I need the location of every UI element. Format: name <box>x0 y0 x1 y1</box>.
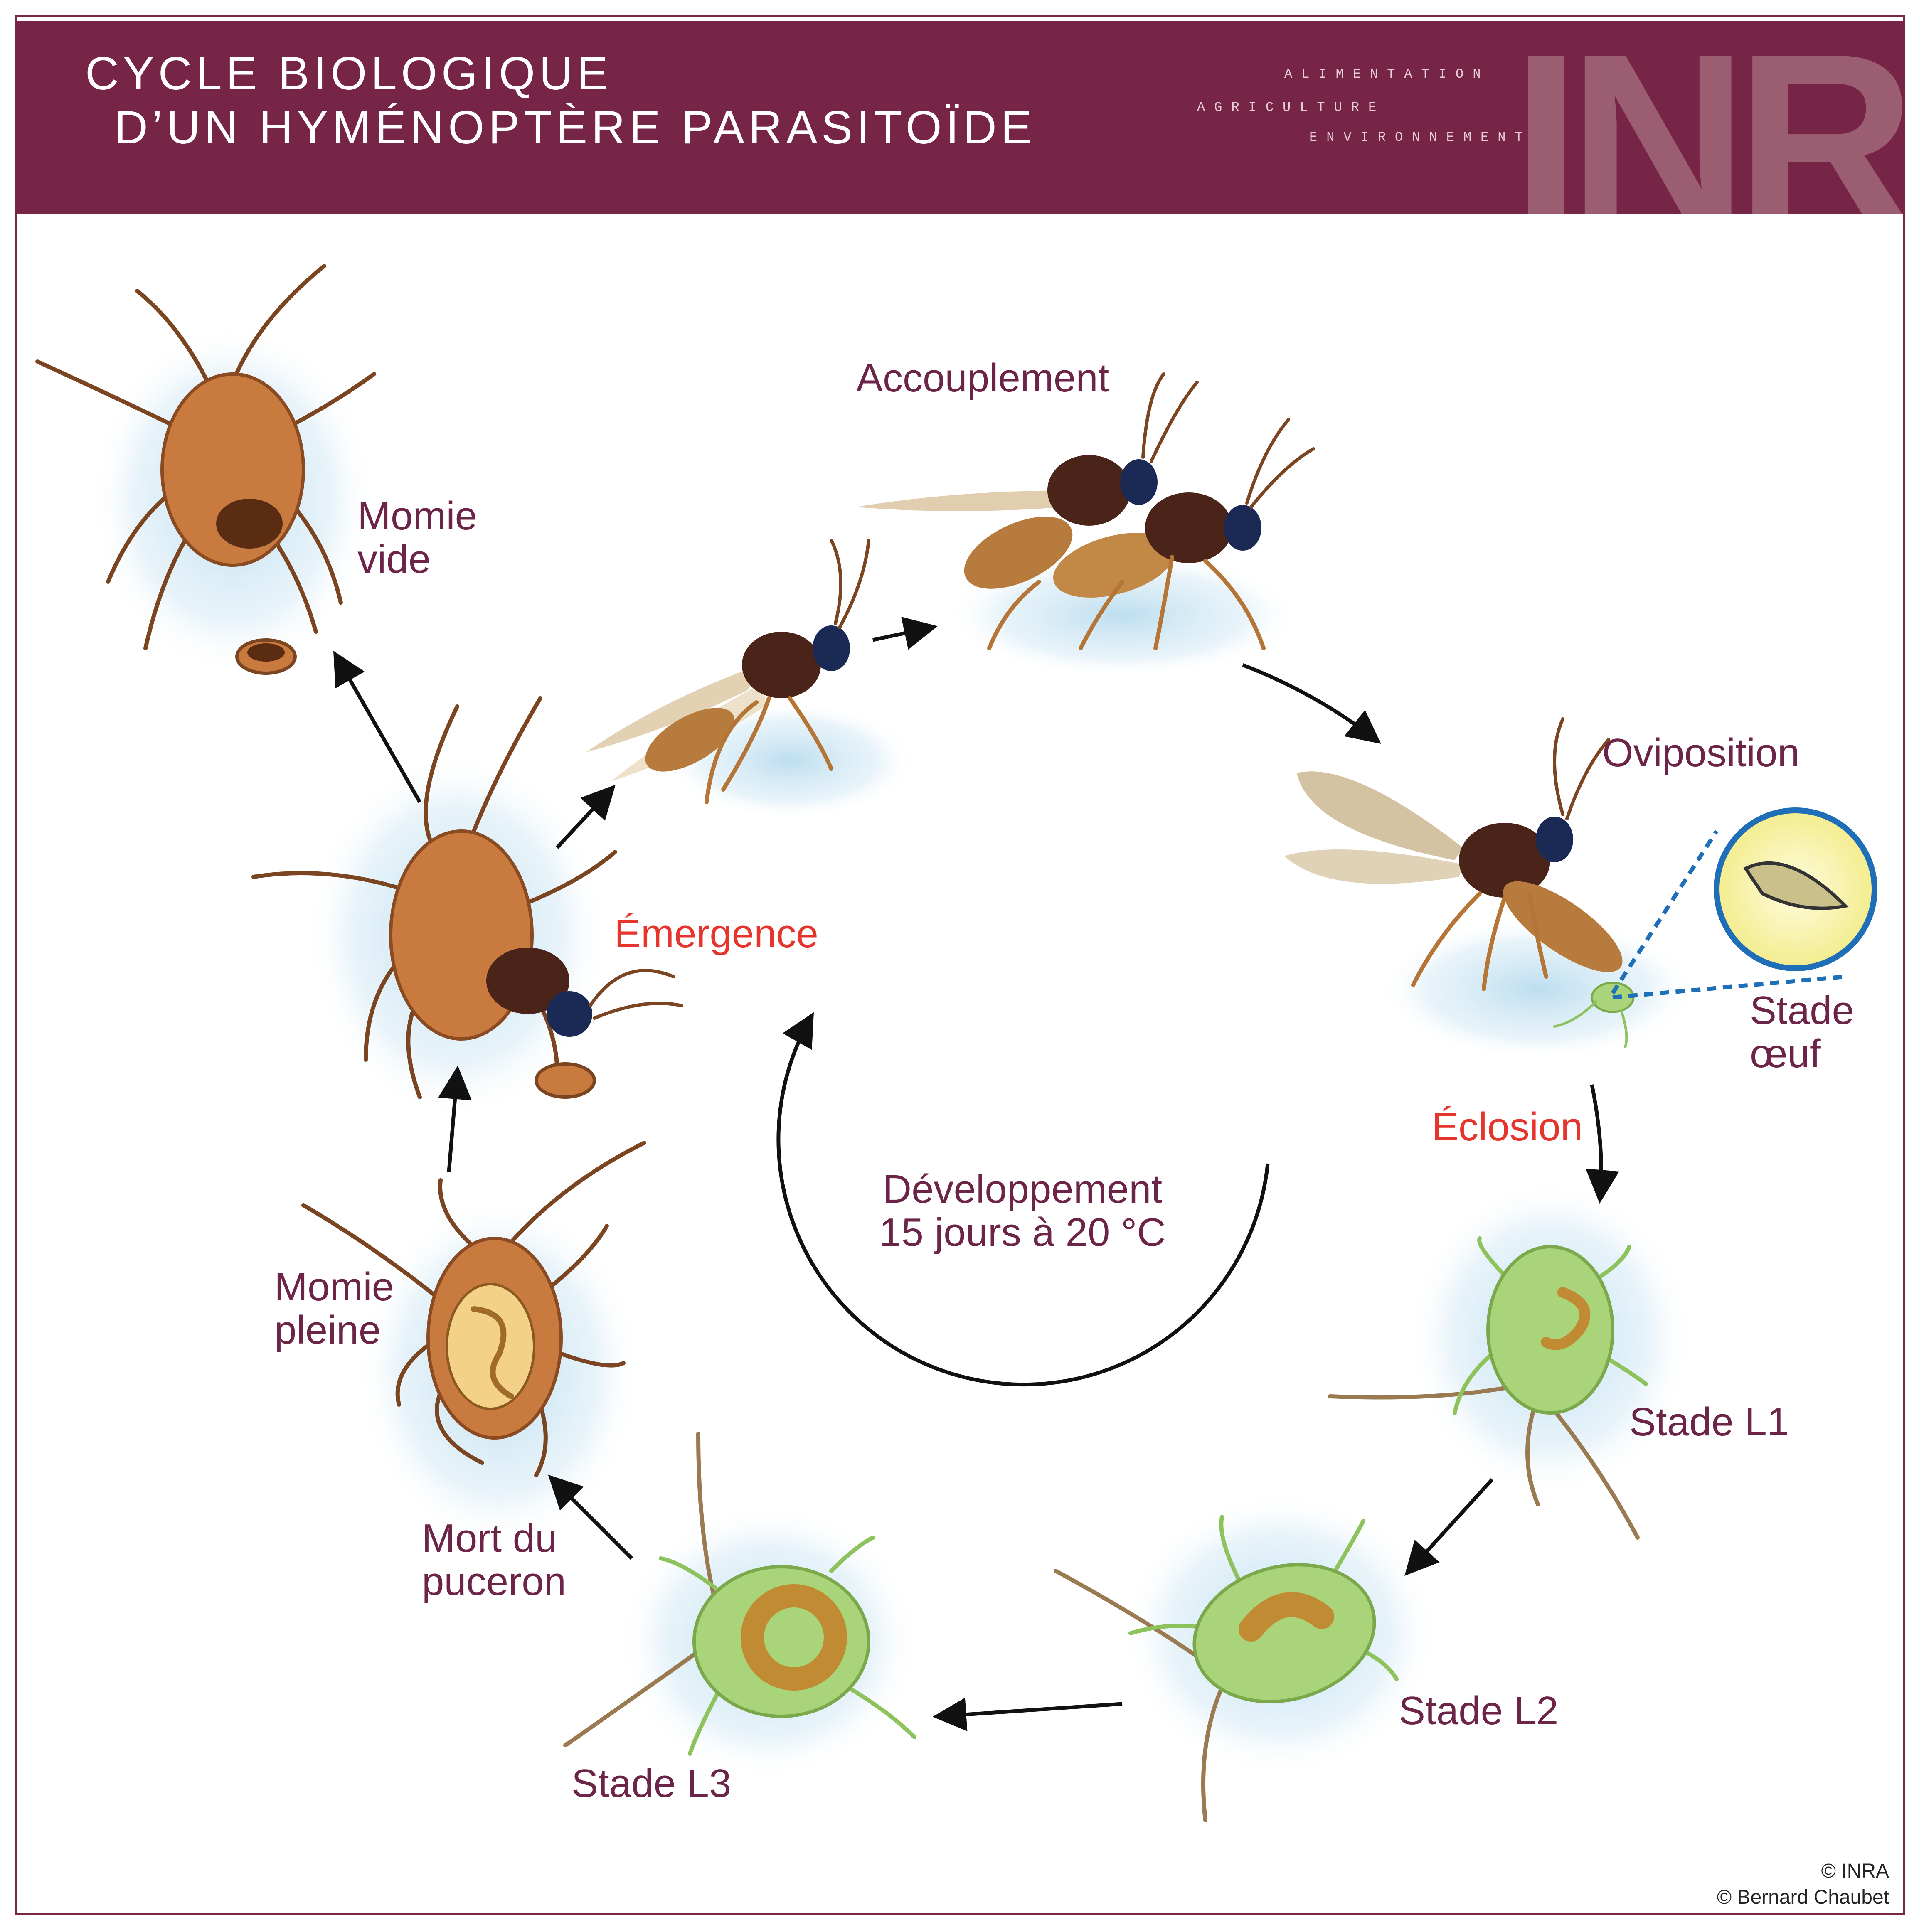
tagline-agriculture: AGRICULTURE <box>1197 100 1386 115</box>
tagline-alimentation: ALIMENTATION <box>1284 66 1490 82</box>
arrow-emergence-to-empty-mummy <box>333 650 421 803</box>
emergence-illustration <box>251 696 683 1099</box>
header-banner: INRA <box>15 21 1905 214</box>
label-stade-l2: Stade L2 <box>1399 1688 1559 1733</box>
cycle-arrows <box>333 616 1619 1731</box>
stage-l3-aphid-illustration <box>563 1432 916 1756</box>
arrow-l1-to-l2 <box>1404 1478 1494 1576</box>
mating-wasps-illustration <box>856 372 1315 650</box>
stage-l1-aphid-illustration <box>1328 1236 1648 1540</box>
background-halos <box>91 324 1696 1779</box>
full-mummy-illustration <box>301 1141 646 1477</box>
title-line-2: D’UN HYMÉNOPTÈRE PARASITOÏDE <box>114 101 1036 153</box>
credit-inra: © INRA <box>1821 1860 1889 1882</box>
label-oviposition: Oviposition <box>1602 731 1800 775</box>
label-eclosion: Éclosion <box>1432 1105 1583 1149</box>
oviposition-illustration <box>1284 717 1635 1048</box>
egg-stage-inset <box>1611 807 1877 999</box>
adult-wasp-illustration <box>586 539 870 804</box>
arrow-wasp-to-mating <box>872 616 938 650</box>
arrow-emergence-to-wasp <box>555 785 616 849</box>
arrow-l2-to-l3 <box>932 1698 1123 1731</box>
label-momie-pleine: Momie pleine <box>274 1265 394 1352</box>
stage-l2-aphid-illustration <box>1054 1515 1399 1822</box>
development-duration-label: Développement 15 jours à 20 °C <box>879 1167 1166 1255</box>
label-stade-l1: Stade L1 <box>1629 1400 1789 1444</box>
label-momie-vide: Momie vide <box>357 494 478 581</box>
inra-logo: INRA <box>1511 21 1905 214</box>
label-stade-oeuf: Stade œuf <box>1750 988 1854 1076</box>
label-accouplement: Accouplement <box>856 356 1109 400</box>
empty-mummy-illustration <box>35 264 376 675</box>
credit-photographer: © Bernard Chaubet <box>1717 1886 1889 1908</box>
development-arc <box>776 1012 1270 1387</box>
label-stade-l3: Stade L3 <box>572 1761 732 1806</box>
title-line-1: CYCLE BIOLOGIQUE <box>85 47 612 99</box>
label-mort-du-puceron: Mort du puceron <box>422 1516 566 1604</box>
arrow-egg-to-l1 <box>1586 1084 1619 1204</box>
tagline-environnement: ENVIRONNEMENT <box>1309 130 1532 145</box>
label-emergence: Émergence <box>614 911 818 956</box>
arrow-l3-to-mummy <box>548 1474 633 1560</box>
page-title: CYCLE BIOLOGIQUE D’UN HYMÉNOPTÈRE PARASI… <box>85 47 1036 155</box>
arrow-mummy-to-emergence <box>438 1065 472 1172</box>
arrow-mating-to-oviposition <box>1242 663 1381 744</box>
